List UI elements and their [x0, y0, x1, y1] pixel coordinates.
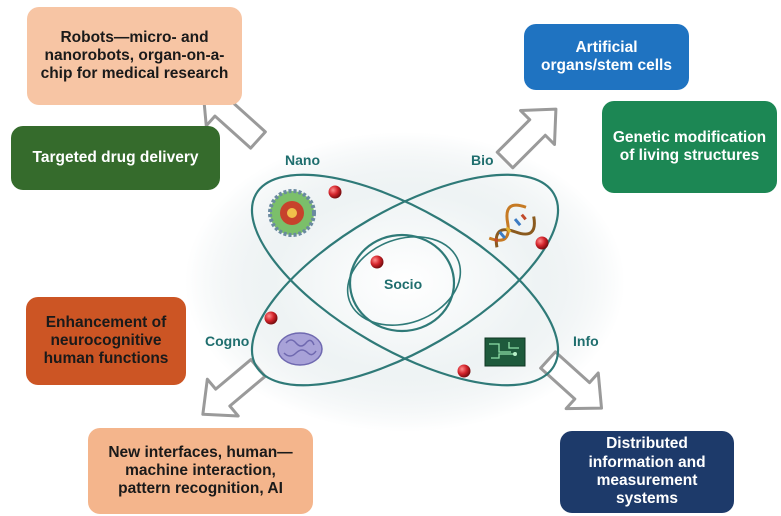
node-left: [264, 311, 278, 325]
orbit-bio-cogno: [250, 173, 560, 387]
box-robots: Robots—micro- and nanorobots, organ-on-a…: [27, 7, 242, 105]
box-drug-delivery-text: Targeted drug delivery: [32, 148, 199, 166]
box-interfaces: New interfaces, human—machine interactio…: [88, 428, 313, 514]
label-info: Info: [573, 333, 599, 349]
box-enhancement: Enhancement of neurocognitive human func…: [26, 297, 186, 385]
orbits: [250, 173, 560, 387]
label-bio: Bio: [471, 152, 494, 168]
orbit-inner: [346, 236, 462, 326]
brain-icon: [277, 332, 323, 366]
node-bottom: [457, 364, 471, 378]
circuit-board-icon: [484, 337, 526, 367]
label-cogno: Cogno: [205, 333, 249, 349]
box-genetic-modification-text: Genetic modification of living structure…: [612, 128, 767, 164]
box-drug-delivery: Targeted drug delivery: [11, 126, 220, 190]
dna-helix-icon: [488, 203, 536, 248]
box-interfaces-text: New interfaces, human—machine interactio…: [108, 443, 293, 498]
box-distributed-systems: Distributed information and measurement …: [560, 431, 734, 513]
box-genetic-modification: Genetic modification of living structure…: [602, 101, 777, 193]
box-artificial-organs: Artificial organs/stem cells: [524, 24, 689, 90]
box-artificial-organs-text: Artificial organs/stem cells: [541, 38, 672, 74]
orbit-nano-info: [250, 173, 560, 387]
arrow-cogno: [201, 358, 267, 418]
box-robots-text: Robots—micro- and nanorobots, organ-on-a…: [40, 28, 229, 83]
box-distributed-systems-text: Distributed information and measurement …: [588, 435, 706, 508]
box-enhancement-text: Enhancement of neurocognitive human func…: [43, 313, 169, 368]
label-socio: Socio: [384, 276, 422, 292]
orbit-socio: [348, 233, 456, 333]
orbit-nodes: [264, 185, 549, 378]
node-top: [328, 185, 342, 199]
label-nano: Nano: [285, 152, 320, 168]
nano-virus-icon: [268, 189, 316, 237]
node-center: [370, 255, 384, 269]
node-right: [535, 236, 549, 250]
arrow-bio: [495, 107, 558, 170]
